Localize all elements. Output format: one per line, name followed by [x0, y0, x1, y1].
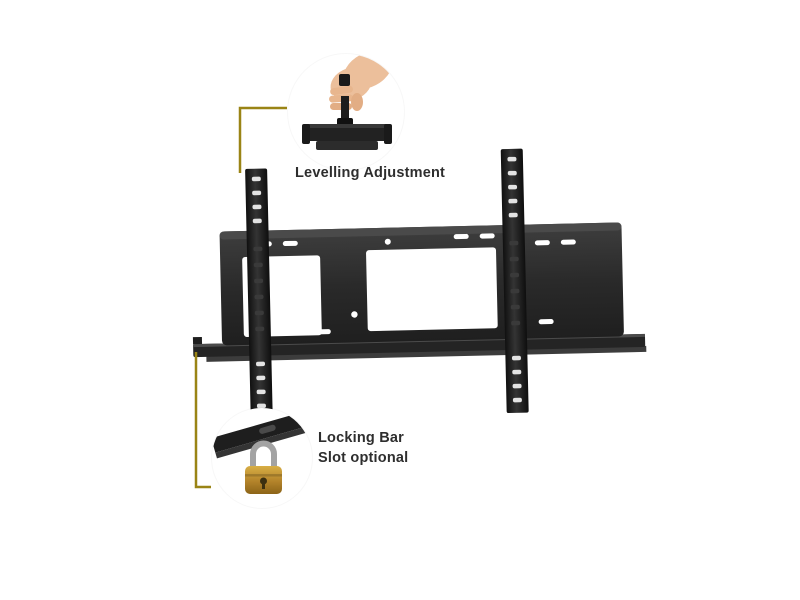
padlock-icon: [245, 440, 282, 494]
locking-bar-label-line2: Slot optional: [318, 450, 409, 466]
left-rail-shadow-slots: [253, 246, 265, 332]
levelling-adjustment-inset: [288, 54, 404, 170]
levelling-adjustment-label: Levelling Adjustment: [295, 165, 446, 181]
left-vertical-rail: [245, 168, 274, 433]
locking-bar-label: Locking Bar Slot optional: [318, 428, 408, 468]
wall-plate-cutouts: [242, 247, 498, 337]
right-rail-shadow-slots: [509, 240, 521, 326]
hand-adjusting-levelling-screw-icon: [302, 54, 393, 150]
wall-mount-bracket: [192, 148, 647, 433]
levelling-callout-line: [238, 106, 287, 173]
levelling-screw-and-bracket: [302, 74, 392, 150]
bottom-rail-left-hook: [192, 336, 203, 345]
locking-bar-label-line1: Locking Bar: [318, 430, 404, 446]
locking-callout-line: [194, 352, 211, 489]
right-vertical-rail: [500, 148, 529, 414]
locking-bar-inset: [212, 408, 312, 508]
bottom-rail: [193, 333, 646, 358]
brass-padlock-on-locking-bar-icon: [212, 410, 312, 494]
bottom-rail-depth: [206, 345, 647, 362]
right-rail-open-slots: [507, 156, 522, 403]
